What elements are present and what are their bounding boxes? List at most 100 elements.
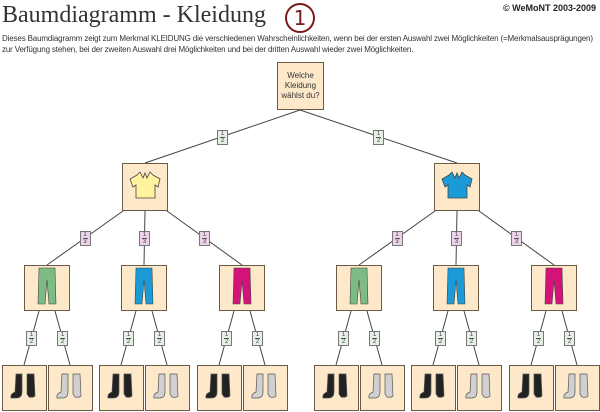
numerator: 1 (536, 331, 541, 338)
pants-icon (445, 266, 467, 311)
denominator: 3 (395, 238, 399, 245)
denominator: 2 (157, 338, 162, 345)
numerator: 1 (438, 331, 443, 338)
socks-icon (464, 372, 495, 405)
denominator: 2 (126, 338, 131, 345)
socks-node (99, 365, 144, 411)
socks-node (2, 365, 47, 411)
numerator: 1 (567, 331, 572, 338)
socks-icon (418, 372, 449, 405)
socks-icon (250, 372, 281, 405)
denominator: 2 (567, 338, 572, 345)
shirt-icon (440, 169, 474, 206)
denominator: 3 (202, 238, 207, 245)
socks-icon (106, 372, 137, 405)
worksheet-number: 1 (285, 3, 315, 33)
denominator: 3 (83, 238, 87, 245)
denominator: 3 (514, 238, 519, 245)
denominator: 2 (469, 338, 474, 345)
socks-node (314, 365, 359, 411)
socks-node (145, 365, 190, 411)
socks-icon (321, 372, 352, 405)
pants-node (336, 265, 382, 311)
pants-icon (133, 266, 155, 311)
socks-node (197, 365, 242, 411)
numerator: 1 (202, 231, 207, 238)
numerator: 1 (395, 231, 399, 238)
pants-node (121, 265, 167, 311)
numerator: 1 (29, 331, 34, 338)
numerator: 1 (341, 331, 346, 338)
root-label: Welche Kleidung wählst du? (281, 71, 320, 100)
socks-node (243, 365, 288, 411)
socks-icon (152, 372, 183, 405)
pants-icon (543, 266, 565, 311)
socks-icon (367, 372, 398, 405)
denominator: 3 (454, 238, 459, 245)
denominator: 2 (536, 338, 541, 345)
numerator: 1 (514, 231, 519, 238)
numerator: 1 (255, 331, 260, 338)
denominator: 2 (341, 338, 346, 345)
socks-icon (9, 372, 40, 405)
socks-node (509, 365, 554, 411)
numerator: 1 (157, 331, 162, 338)
numerator: 1 (469, 331, 474, 338)
socks-node (411, 365, 456, 411)
shirt-icon (128, 169, 162, 206)
page-title: Baumdiagramm - Kleidung (2, 2, 266, 28)
numerator: 1 (83, 231, 87, 238)
description: Dieses Baumdiagramm zeigt zum Merkmal KL… (2, 34, 593, 54)
numerator: 1 (220, 130, 225, 137)
denominator: 2 (255, 338, 260, 345)
numerator: 1 (224, 331, 229, 338)
shirt-node (434, 163, 480, 211)
pants-node (433, 265, 479, 311)
socks-icon (516, 372, 547, 405)
socks-node (457, 365, 502, 411)
denominator: 2 (376, 137, 381, 144)
numerator: 1 (126, 331, 131, 338)
numerator: 1 (372, 331, 377, 338)
socks-icon (55, 372, 86, 405)
pants-node (219, 265, 265, 311)
pants-node (24, 265, 70, 311)
numerator: 1 (376, 130, 381, 137)
pants-icon (231, 266, 253, 311)
denominator: 2 (29, 338, 34, 345)
denominator: 2 (224, 338, 229, 345)
numerator: 1 (142, 231, 147, 238)
numerator: 1 (454, 231, 459, 238)
pants-node (531, 265, 577, 311)
denominator: 2 (60, 338, 65, 345)
denominator: 2 (438, 338, 443, 345)
socks-icon (204, 372, 235, 405)
denominator: 3 (142, 238, 147, 245)
pants-icon (36, 266, 58, 311)
numerator: 1 (60, 331, 65, 338)
pants-icon (348, 266, 370, 311)
denominator: 2 (372, 338, 377, 345)
root-node: Welche Kleidung wählst du? (277, 62, 324, 110)
socks-icon (562, 372, 593, 405)
socks-node (48, 365, 93, 411)
shirt-node (122, 163, 168, 211)
